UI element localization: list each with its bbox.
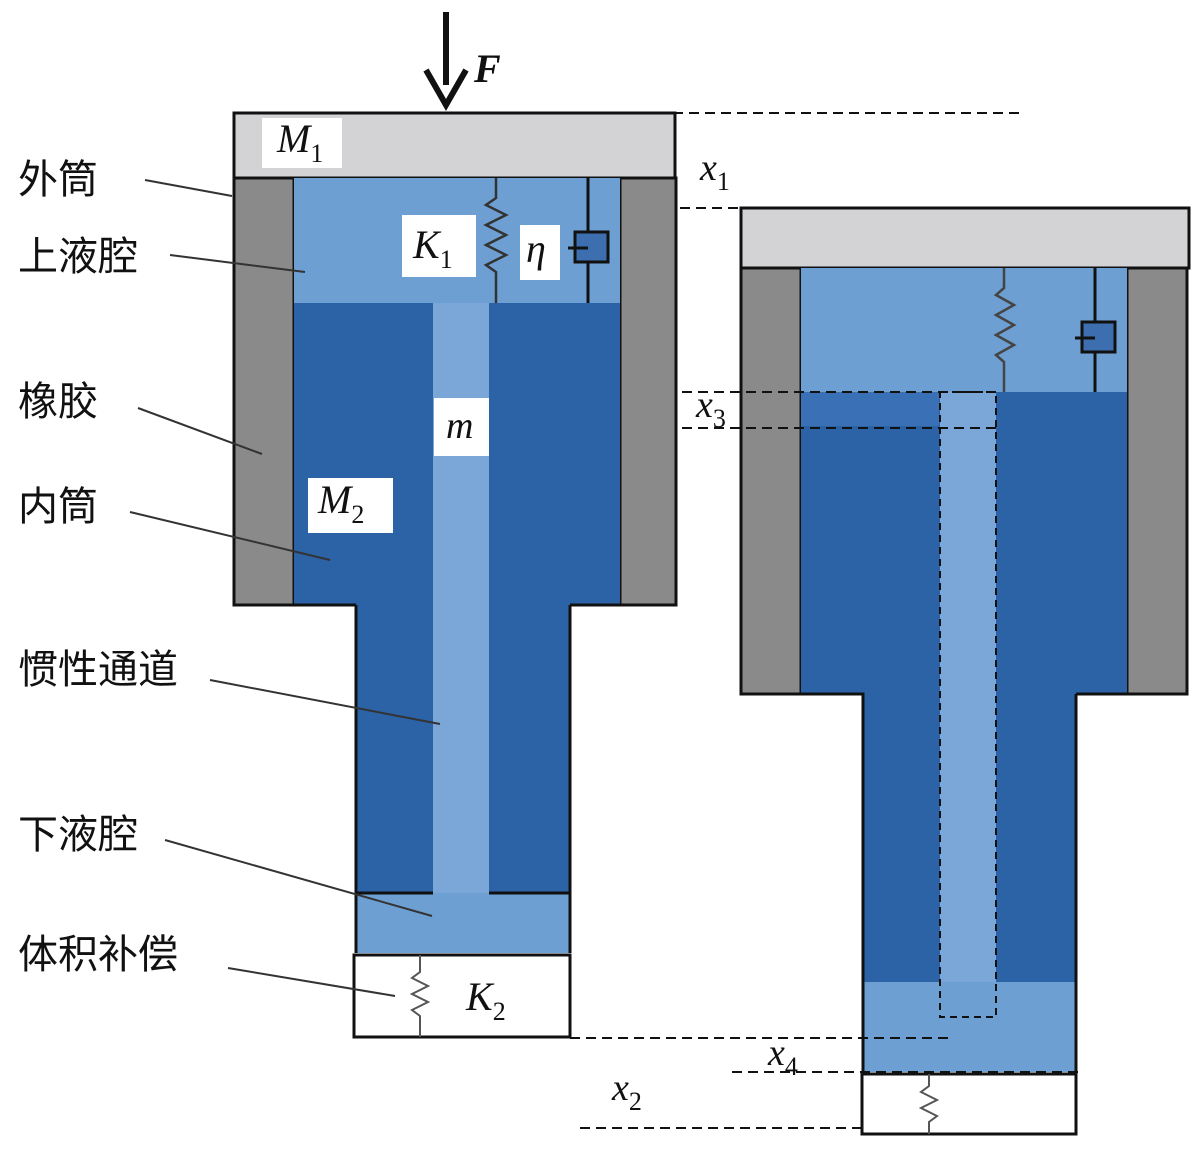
label-outer-tube: 外筒 <box>18 157 98 203</box>
eta-label-bg <box>520 225 560 280</box>
k1-label-bg <box>402 215 476 277</box>
right-lower-chamber <box>863 982 1076 1072</box>
dimension-lines <box>570 112 1078 1129</box>
label-inertia-channel: 惯性通道 <box>18 647 178 693</box>
right-channel-dashed <box>939 391 997 1018</box>
m-label: m <box>446 405 473 447</box>
force-label: F <box>473 46 501 91</box>
volume-compensation-box <box>352 953 572 1039</box>
right-volume-compensation-box <box>860 1072 1078 1136</box>
x3-label: x3 <box>695 384 726 433</box>
m1-label: M1 <box>276 116 323 168</box>
right-displaced-band <box>801 392 939 426</box>
x2-label: x2 <box>611 1067 642 1116</box>
x1-label: x1 <box>699 147 730 196</box>
label-volume-compensation: 体积补偿 <box>18 932 178 978</box>
right-rubber-wall-right <box>1125 266 1189 696</box>
right-spring-k2 <box>918 1074 940 1134</box>
spring-k1 <box>483 178 509 303</box>
x4-label: x4 <box>767 1032 798 1081</box>
rubber-wall-left <box>232 176 296 607</box>
right-stem-outline <box>741 692 1187 1072</box>
right-top-plate <box>739 206 1191 270</box>
right-inertia-channel <box>940 392 996 982</box>
inertia-channel <box>433 303 489 893</box>
label-upper-chamber: 上液腔 <box>18 234 138 280</box>
label-lower-chamber: 下液腔 <box>18 812 138 858</box>
m2-label-bg <box>308 478 393 533</box>
rubber-wall-right <box>618 176 678 607</box>
right-rubber-wall-left <box>739 266 803 696</box>
right-mount <box>739 206 1191 1136</box>
eta-label: η <box>526 226 546 271</box>
m1-label-bg <box>262 118 342 168</box>
m-label-bg <box>434 398 489 456</box>
force-arrow <box>423 12 469 112</box>
right-spring-k1 <box>993 268 1017 392</box>
damper-eta <box>568 178 610 303</box>
label-rubber: 橡胶 <box>18 379 98 425</box>
spring-k2 <box>409 955 431 1037</box>
label-inner-tube: 内筒 <box>18 484 98 530</box>
leader-lines <box>129 179 441 997</box>
right-damper <box>1075 268 1117 392</box>
k2-label: K2 <box>465 974 506 1026</box>
right-upper-chamber <box>801 268 1127 392</box>
lower-chamber <box>356 893 570 953</box>
m2-label: M2 <box>317 477 364 529</box>
k1-label: K1 <box>412 222 453 274</box>
